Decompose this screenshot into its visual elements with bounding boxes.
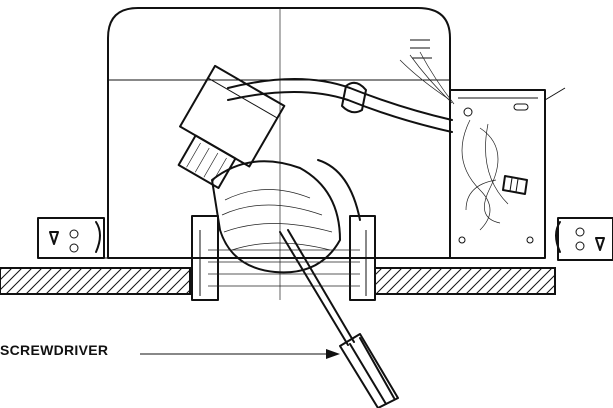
screwdriver: [279, 229, 399, 408]
trim-ring: [191, 215, 376, 301]
screwdriver-label: SCREWDRIVER: [0, 342, 109, 358]
mounting-bracket-right: [555, 217, 613, 261]
ceiling-section-left: [0, 267, 191, 295]
leader-arrow: [140, 349, 340, 359]
flexible-conduit: [227, 51, 455, 133]
wire-nut: [502, 175, 528, 195]
mounting-bracket-left: [37, 217, 108, 259]
ceiling-section-right: [374, 267, 556, 295]
junction-box: [449, 87, 566, 259]
tilted-lamp-socket: [177, 64, 286, 189]
recessed-housing: [107, 7, 451, 300]
reflector-bulb: [211, 159, 361, 274]
